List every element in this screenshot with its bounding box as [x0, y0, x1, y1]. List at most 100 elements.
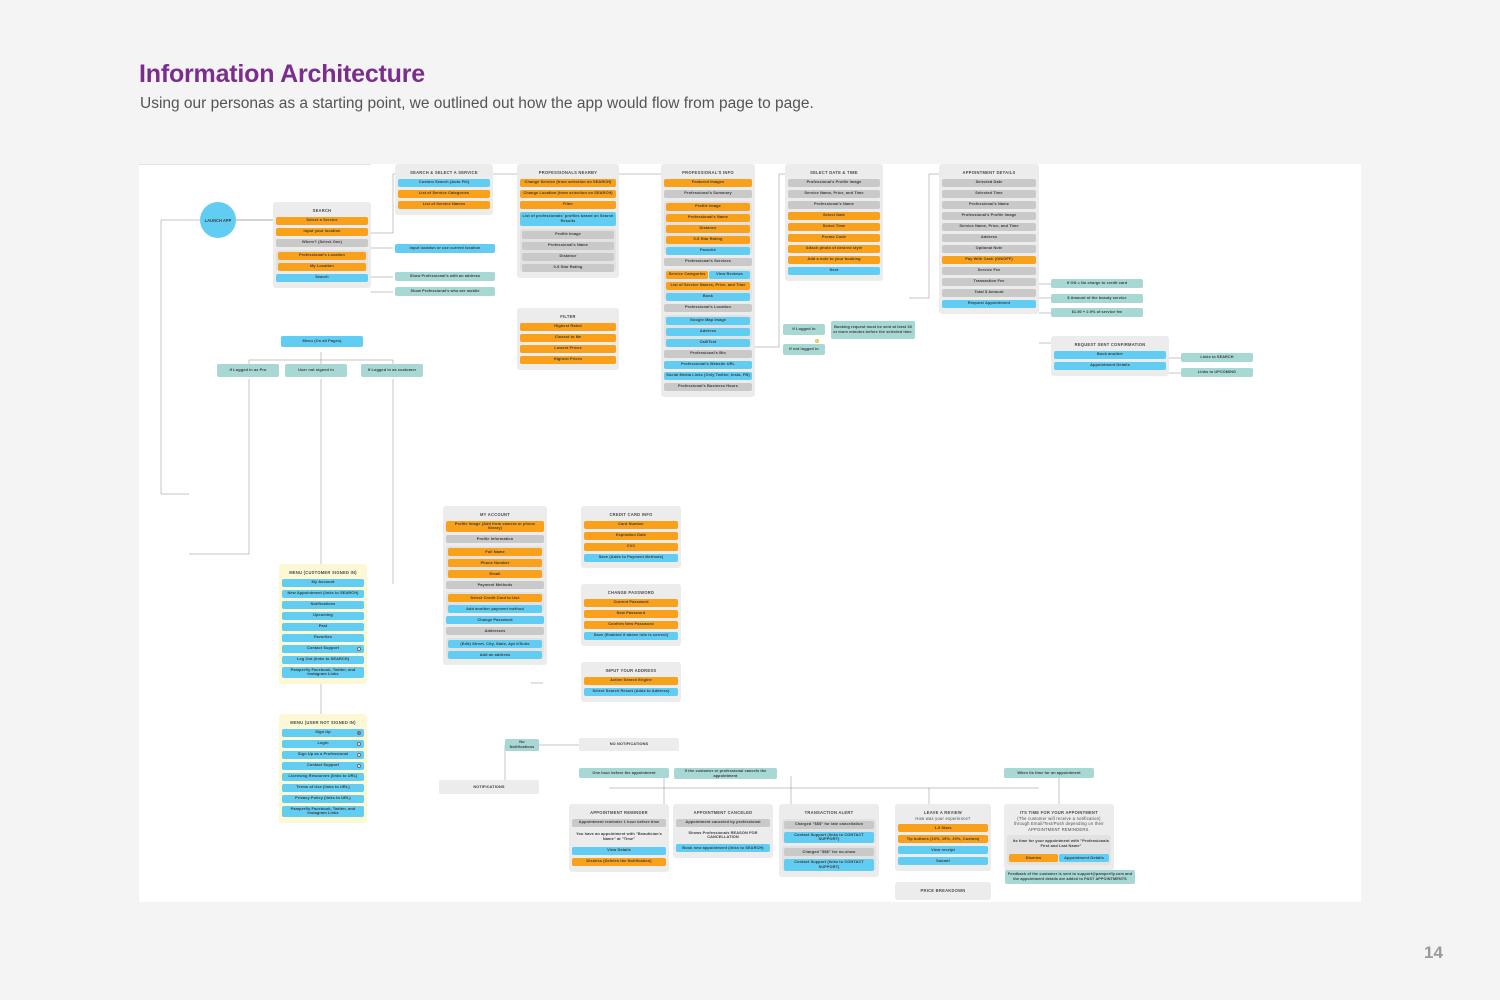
filter-closest-to-me[interactable]: Closest to Me [520, 333, 616, 342]
service-names-price-time[interactable]: List of Service Names, Price, and Time [666, 281, 750, 290]
cc-card-number[interactable]: Card Number [584, 520, 678, 529]
ad-pay-with-cash-toggle[interactable]: Pay With Cash (ON/OFF) [942, 255, 1036, 264]
ta-contact-support-1[interactable]: Contact Support (links to CONTACT SUPPOR… [784, 831, 874, 844]
filter-button[interactable]: Filter [520, 200, 616, 209]
menu-social-links[interactable]: Pamperfly Facebook, Twitter, and Instagr… [282, 666, 364, 679]
filter-highest-prices[interactable]: Highest Prices [520, 355, 616, 364]
ta-charged-noshow: Charged "$$$" for no-show [784, 848, 874, 857]
lr-submit[interactable]: Submit [898, 857, 988, 866]
sdt-promo-code[interactable]: Promo Code [788, 233, 880, 242]
view-reviews-tab[interactable]: View Reviews [709, 270, 750, 279]
menu-past[interactable]: Past [282, 622, 364, 631]
radio-icon[interactable] [357, 763, 361, 768]
menu-notifications[interactable]: Notifications [282, 600, 364, 609]
book-button[interactable]: Book [666, 292, 750, 301]
ma-change-password[interactable]: Change Password [446, 616, 544, 625]
radio-icon[interactable] [357, 752, 361, 757]
launch-app-node[interactable]: LAUNCH APP [200, 202, 236, 238]
search-select-service[interactable]: Select a Service [276, 216, 368, 225]
menu-all-pages[interactable]: Menu (On all Pages) [281, 336, 363, 347]
professionals-website-url[interactable]: Professional's Website URL [664, 360, 752, 369]
ma-add-payment-method[interactable]: Add another payment method [448, 605, 542, 614]
rs-appointment-details[interactable]: Appointment Details [1054, 361, 1166, 370]
menu-upcoming[interactable]: Upcoming [282, 611, 364, 620]
google-map-image[interactable]: Google Map Image [666, 316, 750, 325]
menu-sign-up-row[interactable]: Sign Up [282, 728, 364, 737]
lr-tip-buttons[interactable]: Tip buttons (10%, 15%, 20%, Custom) [898, 835, 988, 844]
ma-email[interactable]: Email [448, 570, 542, 579]
featured-images[interactable]: Featured Images [664, 178, 752, 187]
summary-favorite-button[interactable]: Favorite [666, 246, 750, 255]
sdt-add-note[interactable]: Add a note to your booking [788, 255, 880, 264]
menu-contact-support-row2[interactable]: Contact Support [282, 761, 364, 770]
ac-book-new-appointment[interactable]: Book new appointment (links to SEARCH) [676, 844, 770, 853]
rs-book-another[interactable]: Book another [1054, 350, 1166, 359]
menu-licensing-resources[interactable]: Licensing Resources (links to URL) [282, 772, 364, 781]
custom-search-autofill[interactable]: Custom Search (Auto Fill) [398, 178, 490, 187]
list-professional-profiles[interactable]: List of professionals' profiles based on… [520, 211, 616, 226]
it-dismiss[interactable]: Dismiss [1009, 854, 1059, 863]
ma-full-name[interactable]: Full Name [448, 548, 542, 557]
search-my-location[interactable]: My Location [278, 262, 366, 271]
menu-login[interactable]: Login [282, 739, 364, 748]
menu-social-links-2[interactable]: Pamperfly Facebook, Twitter, and Instagr… [282, 805, 364, 818]
ad-request-appointment-button[interactable]: Request Appointment [942, 299, 1036, 308]
search-input-location[interactable]: Input your location [276, 227, 368, 236]
ma-add-address[interactable]: Add an address [448, 651, 542, 660]
list-service-categories[interactable]: List of Service Categories [398, 189, 490, 198]
sdt-next-button[interactable]: Next [788, 266, 880, 275]
radio-icon[interactable] [357, 646, 361, 651]
cc-cvc[interactable]: CVC [584, 542, 678, 551]
ma-phone-number[interactable]: Phone Number [448, 559, 542, 568]
lr-stars[interactable]: 1-5 Stars [898, 824, 988, 833]
menu-sign-up[interactable]: Sign Up [282, 728, 364, 737]
radio-icon[interactable] [357, 741, 361, 746]
group-menu-not-signed-title: MENU (USER NOT SIGNED IN) [290, 720, 356, 725]
search-submit-button[interactable]: Search [276, 273, 368, 282]
sdt-select-time[interactable]: Select Time [788, 222, 880, 231]
menu-favorites[interactable]: Favorites [282, 633, 364, 642]
sdt-select-date[interactable]: Select Date [788, 211, 880, 220]
ar-view-details[interactable]: View Details [572, 846, 666, 855]
service-categories-tab[interactable]: Service Categories [666, 270, 708, 279]
cc-save-button[interactable]: Save (Adds to Payment Methods) [584, 553, 678, 562]
location-address[interactable]: Address [666, 327, 750, 336]
menu-my-account[interactable]: My Account [282, 578, 364, 587]
cp-current-password[interactable]: Current Password [584, 598, 678, 607]
sdt-attach-photo[interactable]: Attach photo of desired style [788, 244, 880, 253]
menu-privacy-policy[interactable]: Privacy Policy (links to URL) [282, 794, 364, 803]
sdt-if-not-logged-in: If not logged in [783, 344, 825, 355]
ma-edit-address[interactable]: (Edit) Street, City, State, Apt #/Suite [448, 640, 542, 649]
cp-new-password[interactable]: New Password [584, 609, 678, 618]
ta-contact-support-2[interactable]: Contact Support (links to CONTACT SUPPOR… [784, 859, 874, 872]
menu-contact-support-2[interactable]: Contact Support [282, 761, 364, 770]
ia-active-search-engine[interactable]: Active Search Engine [584, 676, 678, 685]
social-media-links[interactable]: Social Media Links (Only Twitter, Insta,… [664, 371, 752, 380]
change-service[interactable]: Change Service (from selection on SEARCH… [520, 178, 616, 187]
cp-save-button[interactable]: Save (Enabled if above info is correct) [584, 631, 678, 640]
group-transaction-alert-title: TRANSACTION ALERT [804, 810, 854, 815]
menu-log-out[interactable]: Log Out (links to SEARCH) [282, 655, 364, 664]
search-professionals-location[interactable]: Professional's Location [278, 251, 366, 260]
change-location[interactable]: Change Location (from selection on SEARC… [520, 189, 616, 198]
list-service-names[interactable]: List of Service Names [398, 200, 490, 209]
filter-lowest-prices[interactable]: Lowest Prices [520, 344, 616, 353]
it-appointment-details[interactable]: Appointment Details [1059, 854, 1109, 863]
ma-profile-image[interactable]: Profile Image (Add from camera or phone … [446, 520, 544, 533]
call-text-button[interactable]: Call/Text [666, 338, 750, 347]
menu-signup-pro-row[interactable]: Sign Up as a Professional [282, 750, 364, 759]
menu-terms-of-use[interactable]: Terms of Use (links to URL) [282, 783, 364, 792]
cp-confirm-new-password[interactable]: Confirm New Password [584, 620, 678, 629]
menu-login-row[interactable]: Login [282, 739, 364, 748]
ma-select-credit-card[interactable]: Select Credit Card to Use [448, 594, 542, 603]
cc-expiration-date[interactable]: Expiration Date [584, 531, 678, 540]
radio-icon[interactable] [357, 730, 361, 735]
menu-sign-up-professional[interactable]: Sign Up as a Professional [282, 750, 364, 759]
menu-contact-support[interactable]: Contact Support [282, 644, 364, 653]
filter-highest-rated[interactable]: Highest Rated [520, 322, 616, 331]
menu-new-appointment[interactable]: New Appointment (links to SEARCH) [282, 589, 364, 598]
ia-select-search-result[interactable]: Select Search Result (Adds to Address) [584, 687, 678, 696]
menu-contact-support-row[interactable]: Contact Support [282, 644, 364, 653]
ar-dismiss[interactable]: Dismiss (Deletes the Notification) [572, 857, 666, 866]
lr-view-receipt[interactable]: View receipt [898, 846, 988, 855]
